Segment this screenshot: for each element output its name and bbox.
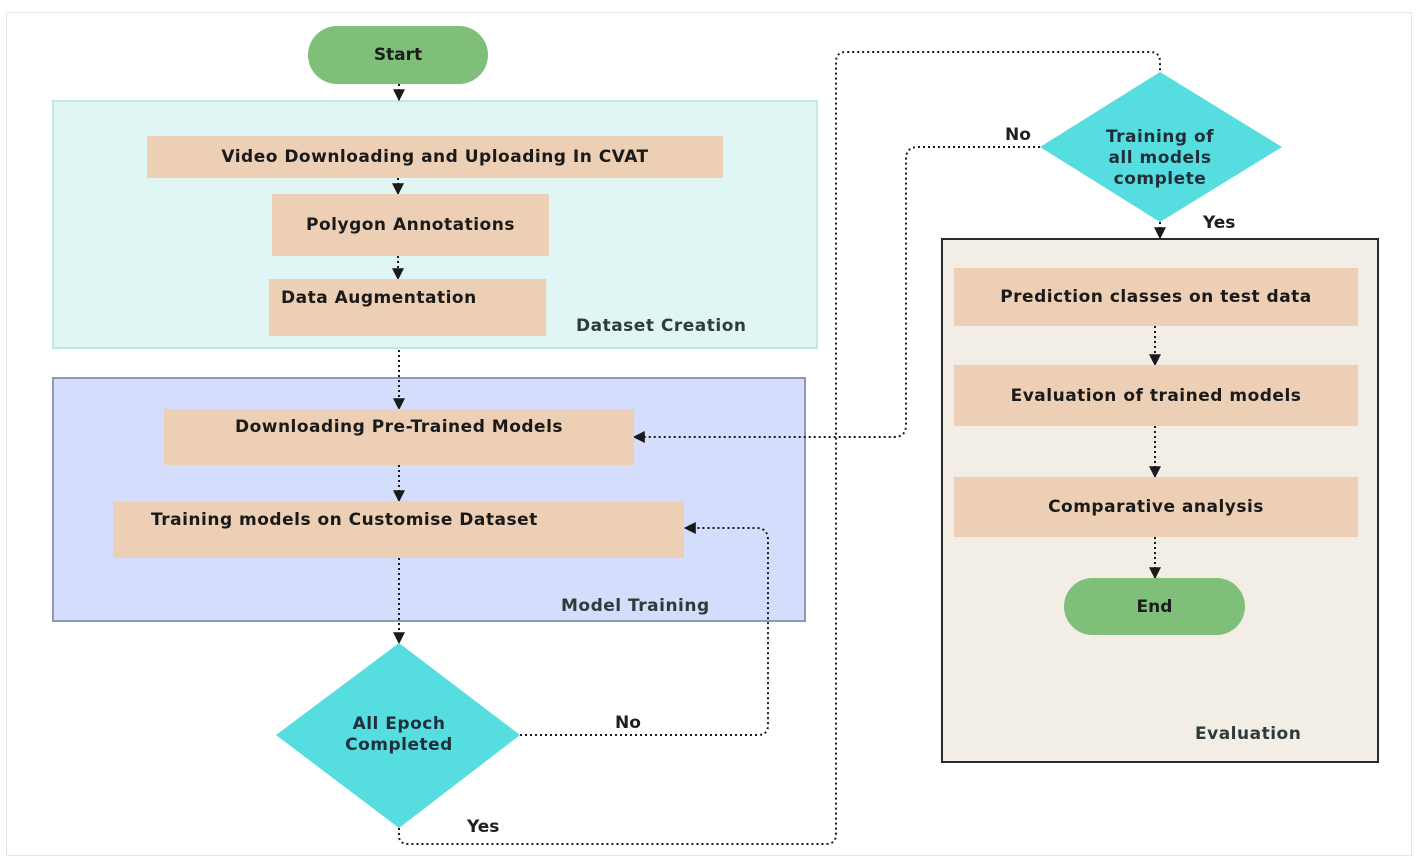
epoch-decision-line-2: Completed: [345, 735, 453, 755]
step-evaluation-label: Evaluation of trained models: [1010, 385, 1302, 406]
epoch-no-label: No: [615, 713, 641, 733]
dataset-creation-label: Dataset Creation: [576, 316, 747, 336]
epoch-decision-shape: [276, 643, 520, 828]
diagram-frame: [6, 12, 1412, 856]
step-polygon-label: Polygon Annotations: [306, 215, 515, 235]
step-video-label: Video Downloading and Uploading In CVAT: [221, 147, 649, 167]
models-decision-line-3: complete: [1113, 169, 1207, 189]
edge-epoch-no: [520, 522, 769, 736]
edge-models-no: [632, 146, 1040, 443]
step-prediction-classes: Prediction classes on test data: [954, 268, 1358, 326]
epoch-yes-label: Yes: [467, 817, 500, 837]
step-prediction-label: Prediction classes on test data: [1000, 287, 1312, 307]
end-label: End: [1136, 596, 1173, 617]
epoch-decision: All Epoch Completed: [299, 714, 499, 756]
step-data-augmentation: Data Augmentation: [269, 279, 546, 336]
start-node: Start: [308, 26, 488, 84]
edge-epoch-yes: [398, 51, 1161, 845]
models-yes-label: Yes: [1203, 213, 1236, 233]
step-pretrained-label: Downloading Pre-Trained Models: [234, 417, 564, 437]
step-evaluation-trained: Evaluation of trained models: [954, 365, 1358, 426]
step-downloading-pretrained: Downloading Pre-Trained Models: [164, 409, 634, 465]
models-decision-line-2: all models: [1108, 148, 1212, 168]
model-training-label: Model Training: [561, 596, 710, 616]
step-video-downloading: Video Downloading and Uploading In CVAT: [147, 136, 723, 178]
evaluation-label: Evaluation: [1195, 724, 1302, 744]
step-comparative-label: Comparative analysis: [1048, 497, 1264, 517]
step-training-label: Training models on Customise Dataset: [151, 510, 538, 530]
models-decision: Training of all models complete: [1080, 127, 1240, 190]
end-node: End: [1064, 578, 1245, 635]
models-no-label: No: [1005, 125, 1031, 145]
step-comparative-analysis: Comparative analysis: [954, 477, 1358, 537]
models-decision-shape: [1040, 72, 1282, 222]
step-augment-label: Data Augmentation: [281, 288, 477, 308]
start-label: Start: [373, 45, 423, 65]
step-polygon-annotations: Polygon Annotations: [272, 194, 549, 256]
step-training-models: Training models on Customise Dataset: [113, 501, 684, 558]
models-decision-line-1: Training of: [1105, 127, 1215, 147]
epoch-decision-line-1: All Epoch: [352, 714, 446, 734]
